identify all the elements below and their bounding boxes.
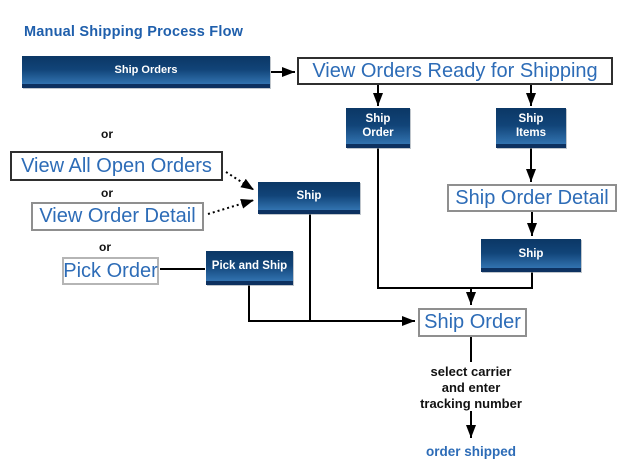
- link-view-order-detail-label: View Order Detail: [39, 205, 196, 227]
- node-ship-orders-label: Ship Orders: [114, 64, 178, 76]
- link-view-orders-ready-label: View Orders Ready for Shipping: [312, 59, 598, 82]
- carrier-note-line3: tracking number: [420, 396, 522, 411]
- link-view-order-detail: View Order Detail: [31, 202, 204, 231]
- link-pick-order-label: Pick Order: [63, 259, 158, 282]
- node-pick-and-ship-label: Pick and Ship: [211, 260, 288, 272]
- carrier-note-line1: select carrier: [430, 364, 512, 379]
- carrier-note: select carrier and enter tracking number: [391, 364, 551, 412]
- link-ship-order-final: Ship Order: [418, 308, 527, 337]
- node-ship-order-top-line1: Ship: [365, 113, 391, 125]
- link-view-all-open-orders: View All Open Orders: [10, 151, 223, 181]
- node-ship-orders: Ship Orders: [22, 56, 270, 88]
- order-shipped-label: order shipped: [425, 444, 516, 459]
- or-label-1: or: [101, 127, 113, 141]
- link-view-orders-ready: View Orders Ready for Shipping: [297, 57, 613, 85]
- node-ship-items-line1: Ship: [518, 113, 544, 125]
- link-ship-order-detail-label: Ship Order Detail: [455, 186, 609, 209]
- node-ship-right-label: Ship: [518, 247, 544, 260]
- connector-pick-ship-to-final: [248, 285, 415, 326]
- node-ship-order-top: Ship Order: [346, 108, 410, 148]
- node-pick-and-ship: Pick and Ship: [206, 251, 293, 285]
- link-pick-order: Pick Order: [62, 257, 159, 285]
- node-ship-left: Ship: [258, 182, 360, 214]
- link-ship-order-final-label: Ship Order: [424, 311, 521, 333]
- or-label-2: or: [101, 186, 113, 200]
- link-ship-order-detail: Ship Order Detail: [447, 184, 617, 212]
- node-ship-items: Ship Items: [496, 108, 566, 148]
- link-view-all-open-orders-label: View All Open Orders: [21, 154, 212, 177]
- node-ship-left-label: Ship: [296, 190, 322, 202]
- connector-view-detail-dotted: [207, 199, 255, 215]
- node-ship-items-line2: Items: [515, 127, 547, 139]
- connector-view-all-dotted: [225, 171, 255, 191]
- node-ship-right: Ship: [481, 239, 581, 272]
- connector-merge-elbow: [377, 148, 533, 289]
- carrier-note-line2: and enter: [441, 380, 501, 395]
- page-title: Manual Shipping Process Flow: [24, 24, 244, 40]
- or-label-3: or: [99, 240, 111, 254]
- node-ship-order-top-line2: Order: [362, 127, 394, 139]
